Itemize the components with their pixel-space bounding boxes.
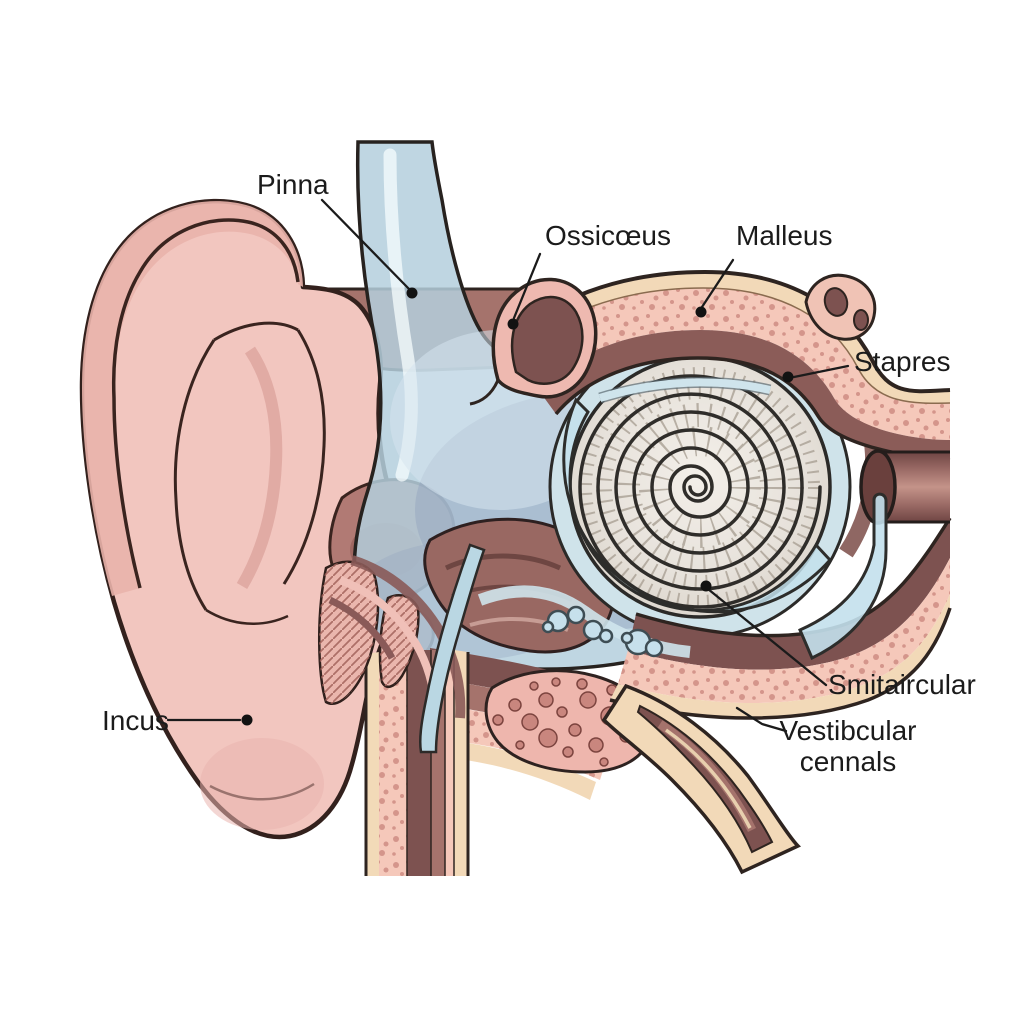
label-ossicles: Ossicœus (545, 220, 671, 251)
label-malleus: Malleus (736, 220, 832, 251)
leader-malleus (700, 258, 735, 309)
leader-dot-pinna (406, 287, 418, 299)
leader-dot-incus (241, 714, 253, 726)
leader-pinna (320, 198, 412, 292)
leader-dot-semicircular (700, 580, 712, 592)
temporal-bone-upper (506, 269, 951, 462)
leader-dot-malleus (695, 306, 707, 318)
auditory-canal-cylinder (859, 449, 950, 525)
annotation-semicircular: Smitaircular (700, 580, 976, 700)
label-vestibular-line1: Vestibcular (780, 715, 917, 746)
dotted-tissue-blob (484, 669, 652, 774)
lobe-shade (200, 738, 324, 830)
cochlea-spiral (578, 374, 822, 609)
leader-ossicles (512, 252, 542, 320)
shell-tail (798, 492, 888, 661)
annotation-incus: Incus (102, 705, 253, 736)
label-stapes: Stapres (854, 346, 951, 377)
fold-band-3 (328, 596, 396, 660)
leader-stapes (792, 364, 850, 379)
antihelix-fold-2 (173, 339, 216, 611)
annotation-malleus: Malleus (695, 220, 832, 318)
fold-band-1 (350, 555, 466, 719)
label-semicircular: Smitaircular (828, 669, 976, 700)
annotation-pinna: Pinna (257, 169, 418, 299)
eustachian-tube (364, 650, 470, 876)
temporal-bone-lower (609, 517, 952, 720)
fluid-bubbles (541, 605, 664, 658)
blue-channel-strip (418, 543, 486, 754)
annotation-vestibular: Vestibcular cennals (735, 706, 917, 777)
leader-dot-stapes (782, 371, 794, 383)
antihelix-fold-4 (205, 608, 289, 625)
helix-fold-line (111, 218, 300, 589)
annotation-stapes: Stapres (782, 346, 951, 383)
leader-semicircular (706, 587, 828, 687)
label-vestibular-line2: cennals (800, 746, 897, 777)
label-pinna: Pinna (257, 169, 329, 200)
annotations: Pinna Ossicœus Malleus Stapres Smitaircu… (102, 169, 976, 777)
leader-dot-ossicles (507, 318, 519, 330)
leader-vestibular (735, 706, 788, 733)
antihelix-fold-1 (213, 321, 299, 342)
annotation-ossicles: Ossicœus (507, 220, 671, 330)
vestibular-tube (601, 683, 802, 875)
antihelix-fold-3 (282, 329, 326, 585)
antihelix-shade (236, 346, 283, 590)
cochlea-radial-ticks (580, 367, 820, 607)
label-incus: Incus (102, 705, 169, 736)
top-right-bump (804, 273, 877, 341)
shell-crescent (562, 397, 833, 614)
